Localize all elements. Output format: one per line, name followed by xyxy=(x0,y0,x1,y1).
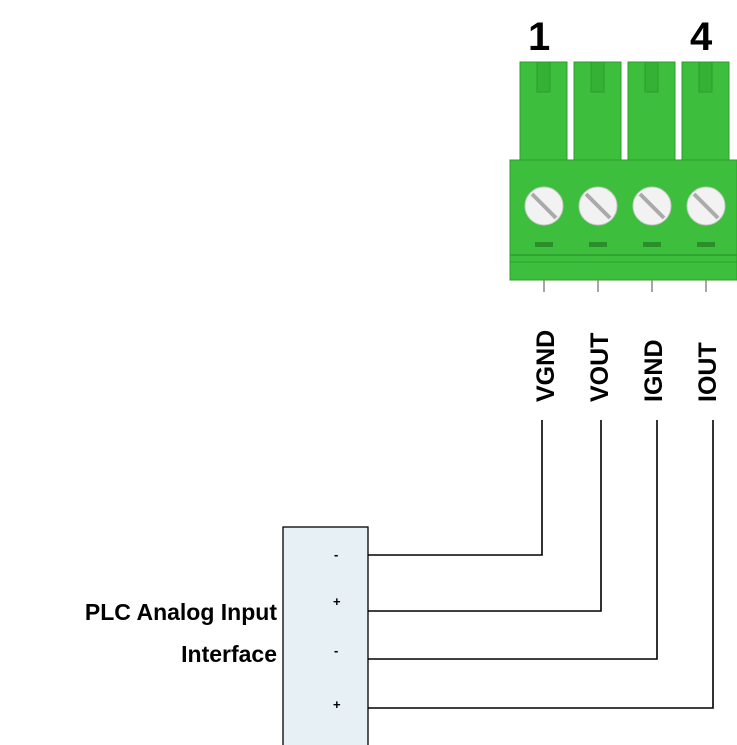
pin-number-last: 4 xyxy=(690,15,713,59)
terminal-polarity-1: - xyxy=(334,547,338,562)
wire-vgnd xyxy=(368,420,543,556)
pin-label-ignd: IGND xyxy=(640,340,668,403)
pin-label-vgnd: VGND xyxy=(532,330,560,402)
terminal-block-connector xyxy=(509,61,737,292)
wire-ignd xyxy=(368,420,658,660)
pin-number-first: 1 xyxy=(528,15,550,59)
terminal-polarity-4: + xyxy=(333,697,341,712)
terminal-polarity-2: + xyxy=(333,594,341,609)
pin-label-iout: IOUT xyxy=(694,342,722,402)
screw-icon-3 xyxy=(632,186,672,226)
screw-icon-1 xyxy=(524,186,564,226)
plc-label-line1: PLC Analog Input xyxy=(85,599,277,625)
wire-iout xyxy=(368,420,714,709)
screw-icon-2 xyxy=(578,186,618,226)
plc-interface-box xyxy=(282,526,369,745)
wire-vout xyxy=(368,420,602,612)
pin-label-vout: VOUT xyxy=(586,333,614,402)
wires xyxy=(368,420,714,709)
plc-label-line2: Interface xyxy=(181,641,277,667)
terminal-polarity-3: - xyxy=(334,643,338,658)
screw-icon-4 xyxy=(686,186,726,226)
